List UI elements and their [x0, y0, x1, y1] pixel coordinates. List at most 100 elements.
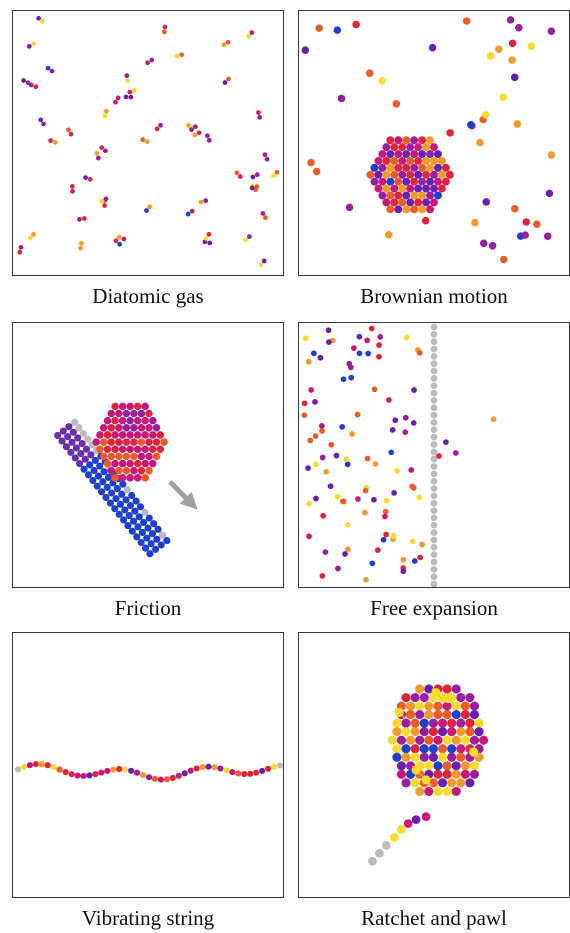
molecule-atom — [258, 262, 264, 268]
wall-atom — [430, 419, 438, 426]
slab-atom — [131, 507, 139, 515]
gas-particle — [376, 353, 382, 360]
cluster-particle — [434, 177, 442, 186]
rotor-atom — [401, 727, 411, 737]
molecule-atom — [94, 150, 100, 156]
ratchet-tooth — [431, 687, 441, 698]
molecule-atom — [262, 152, 268, 158]
slab-atom — [59, 427, 67, 435]
gas-particle — [482, 198, 491, 206]
gas-particle — [522, 218, 531, 226]
string-atom — [145, 774, 153, 781]
molecule-atom — [25, 80, 31, 86]
cluster-particle — [426, 191, 434, 200]
molecule-atom — [263, 215, 268, 221]
cluster-particle — [115, 424, 123, 432]
gas-particle — [308, 387, 315, 393]
gas-particle — [328, 441, 335, 448]
cluster-particle — [111, 402, 119, 411]
wall-atom — [430, 330, 438, 338]
gas-particle — [333, 452, 340, 459]
string-atom — [259, 767, 266, 774]
rotor-atom — [469, 769, 480, 779]
cluster-particle — [378, 191, 387, 200]
molecule-atom — [69, 184, 75, 189]
molecule-atom — [254, 172, 260, 178]
cluster-particle — [137, 438, 146, 446]
cluster-particle — [434, 191, 442, 200]
gas-particle — [312, 167, 321, 176]
gas-particle — [344, 461, 351, 468]
cluster-particle — [118, 459, 127, 468]
rotor-atom — [396, 769, 407, 779]
friction-canvas — [54, 402, 198, 558]
gas-particle — [323, 468, 330, 475]
gas-particle — [486, 52, 495, 60]
molecule-atom — [247, 234, 252, 240]
cluster-particle — [386, 191, 395, 200]
gas-particle — [545, 189, 554, 198]
molecule-atom — [83, 175, 88, 181]
gas-particle — [410, 420, 417, 426]
rotor-atom — [424, 735, 434, 745]
wall-atom — [430, 352, 438, 360]
molecule-atom — [206, 137, 212, 143]
gas-particle — [368, 325, 375, 332]
cluster-particle — [118, 474, 127, 482]
molecule-atom — [261, 258, 267, 264]
gas-particle — [340, 376, 347, 383]
rotor-atom — [451, 769, 461, 779]
gas-particle — [365, 350, 372, 357]
molecule-atom — [256, 110, 261, 115]
cluster-particle — [418, 191, 427, 200]
molecule-atom — [207, 240, 213, 246]
cluster-particle — [107, 409, 116, 418]
rotor-atom — [410, 727, 420, 737]
rotor-atom — [415, 710, 425, 720]
molecule-atom — [162, 24, 168, 30]
cluster-particle — [398, 170, 407, 179]
diatomic-gas-canvas — [17, 15, 280, 268]
slab-atom — [153, 535, 161, 543]
rotor-atom — [433, 761, 443, 771]
molecule-atom — [87, 176, 93, 182]
cluster-particle — [115, 438, 123, 446]
cluster-particle — [386, 150, 395, 159]
molecule-atom — [41, 121, 46, 127]
cluster-particle — [386, 205, 395, 214]
gas-particle — [317, 354, 324, 361]
rotor-atom — [442, 761, 452, 771]
slab-atom — [125, 511, 133, 520]
gas-particle — [471, 218, 479, 227]
string-atom — [199, 764, 206, 771]
panel-ratchet-and-pawl — [298, 632, 570, 898]
cluster-particle — [434, 163, 442, 172]
caption-brownian-motion: Brownian motion — [360, 284, 508, 308]
cluster-particle — [126, 431, 134, 439]
slab-atom — [141, 544, 150, 552]
gas-particle — [327, 483, 334, 490]
ratchet-tooth — [411, 765, 421, 775]
string-atom — [50, 764, 57, 771]
rotor-atom — [396, 735, 407, 745]
escaped-particle — [436, 453, 442, 459]
gas-particle — [533, 220, 541, 228]
cluster-particle — [103, 445, 112, 454]
gas-particle — [380, 536, 387, 543]
gas-particle — [363, 576, 369, 583]
gas-particle — [400, 556, 407, 563]
molecule-atom — [189, 127, 194, 133]
rotor-atom — [442, 769, 452, 779]
wall-atom — [430, 514, 438, 522]
cluster-particle — [107, 452, 116, 461]
pawl-atom — [368, 856, 377, 866]
cluster-particle — [406, 143, 415, 152]
cluster-particle — [437, 170, 446, 179]
slab-atom — [133, 533, 141, 541]
rotor-atom — [419, 744, 429, 754]
cluster-particle — [152, 452, 161, 461]
slab-atom — [116, 500, 124, 508]
string-atom — [187, 767, 194, 774]
rotor-atom — [415, 735, 425, 745]
gas-particle — [506, 16, 515, 24]
